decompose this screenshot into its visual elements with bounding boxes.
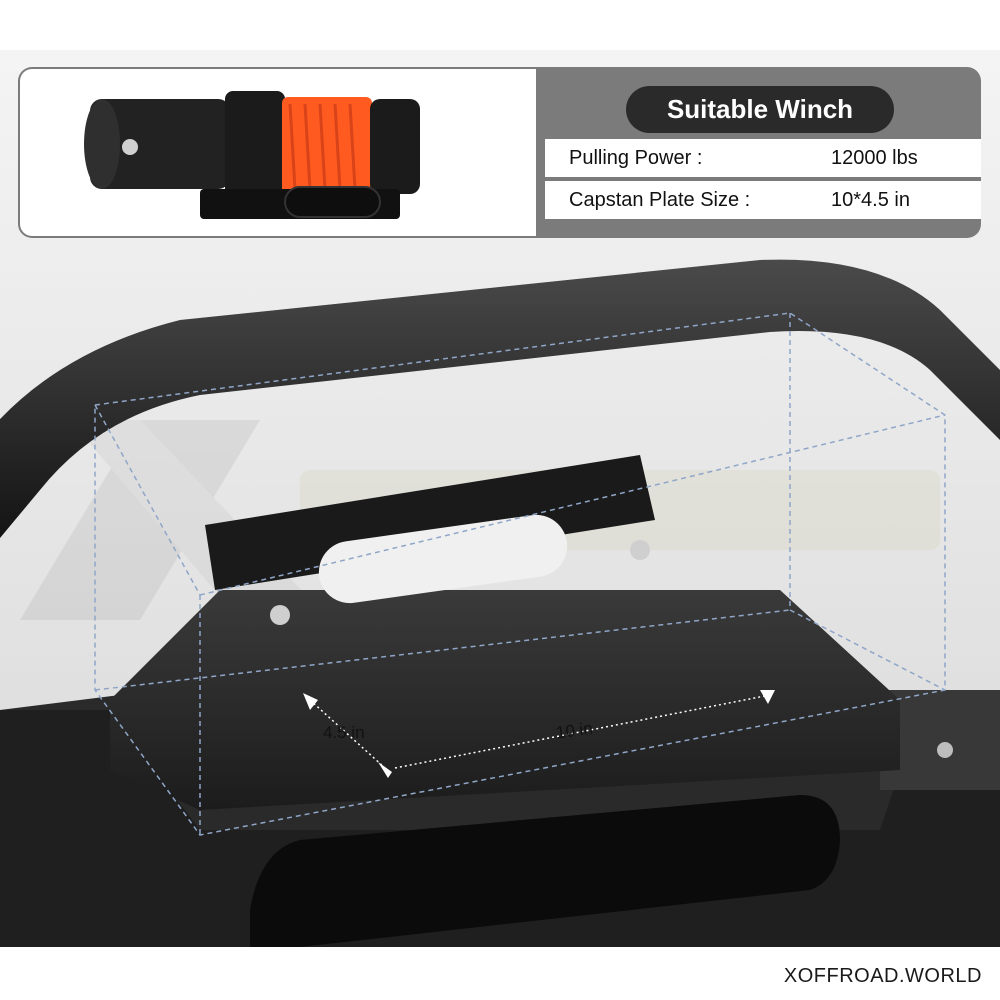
bolt-right [630,540,650,560]
dimension-arrows [309,694,771,769]
arrow-head [303,693,318,710]
spec-value: 10*4.5 in [831,189,910,211]
arrow-head [378,762,392,778]
bumper-tube [0,259,1000,538]
winch-plate [110,590,900,810]
dimension-guide-box [94,312,946,836]
bumper-illustration [0,259,1000,947]
site-watermark: XOFFROAD.WORLD [783,965,982,987]
winch-rope [282,97,372,197]
winch-image-pane [20,69,536,236]
spec-row-pulling-power: Pulling Power : 12000 lbs [545,139,981,177]
spec-label: Pulling Power : [569,147,703,169]
winch-spec-card: Suitable Winch Pulling Power : 12000 lbs… [18,67,981,238]
winch-illustration [84,91,420,219]
depth-dimension-label: 4.5 in [323,723,365,742]
fairlead-slot [318,514,568,604]
spec-title: Suitable Winch [626,86,894,133]
arrow-head [760,690,775,704]
light-bar [250,795,840,947]
spec-row-capstan-plate-size: Capstan Plate Size : 10*4.5 in [545,181,981,219]
spec-value: 12000 lbs [831,147,918,169]
fairlead-mount [205,455,655,590]
spec-label: Capstan Plate Size : [569,189,751,211]
winch-fairlead [284,186,381,218]
bolt-left [270,605,290,625]
